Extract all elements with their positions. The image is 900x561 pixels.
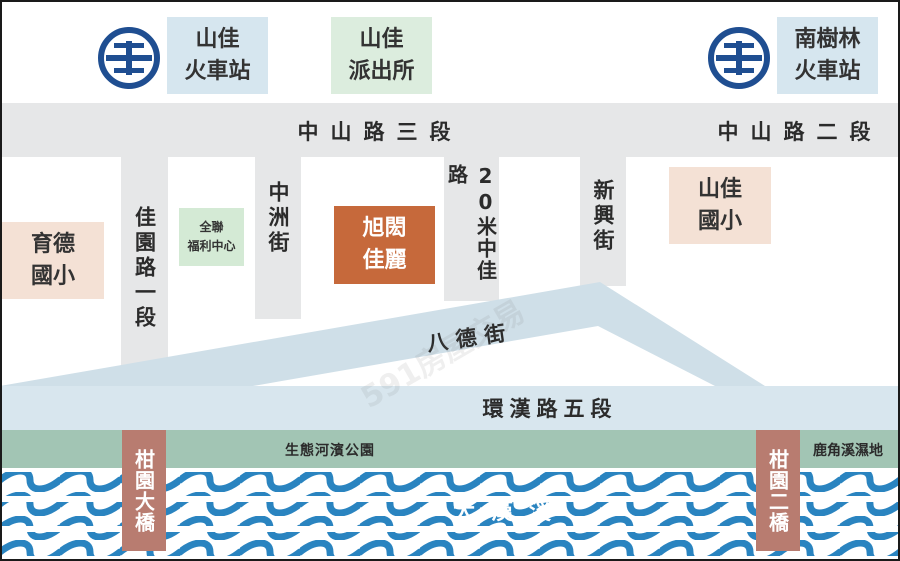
bridge-gan-yuan-er: 柑園二橋 [756, 430, 800, 551]
road-zhongshan [0, 103, 900, 157]
eco-park-label: 生態河濱公園 [285, 443, 375, 459]
road-zhongzhou [255, 157, 301, 319]
shanjia-station-label: 山佳 火車站 [167, 17, 268, 94]
road-label-zhongshan-2: 中山路二段 [717, 120, 883, 144]
quanlian-label: 全聯 福利中心 [179, 208, 244, 266]
road-label-huanhan: 環漢路五段 [482, 397, 618, 421]
road-xinxing [580, 157, 626, 286]
road-label-zhongjia: 20米中佳路 [444, 164, 498, 282]
road-label-jiayuan: 佳園路一段 [132, 206, 157, 331]
road-label-zhongzhou: 中洲街 [266, 180, 290, 256]
taiwan-railway-logo-icon [708, 27, 770, 89]
property-marker: 旭閎 佳麗 [334, 206, 435, 284]
yude-school-label: 育德 國小 [2, 222, 104, 299]
road-label-xinxing: 新興街 [591, 178, 615, 254]
road-zhongjia [444, 157, 499, 301]
shanjia-police-label: 山佳 派出所 [331, 17, 432, 94]
wetland-label: 鹿角溪濕地 [813, 443, 883, 459]
river-label: 大漢溪 [452, 500, 567, 525]
taiwan-railway-logo-icon [98, 27, 160, 89]
shanjia-school-label: 山佳 國小 [669, 167, 771, 244]
nanshulin-station-label: 南樹林 火車站 [777, 17, 878, 94]
road-label-zhongshan-3: 中山路三段 [297, 120, 463, 144]
road-huanhan [0, 386, 900, 430]
road-jiayuan [121, 157, 168, 387]
bridge-gan-yuan-da: 柑園大橋 [122, 430, 166, 551]
